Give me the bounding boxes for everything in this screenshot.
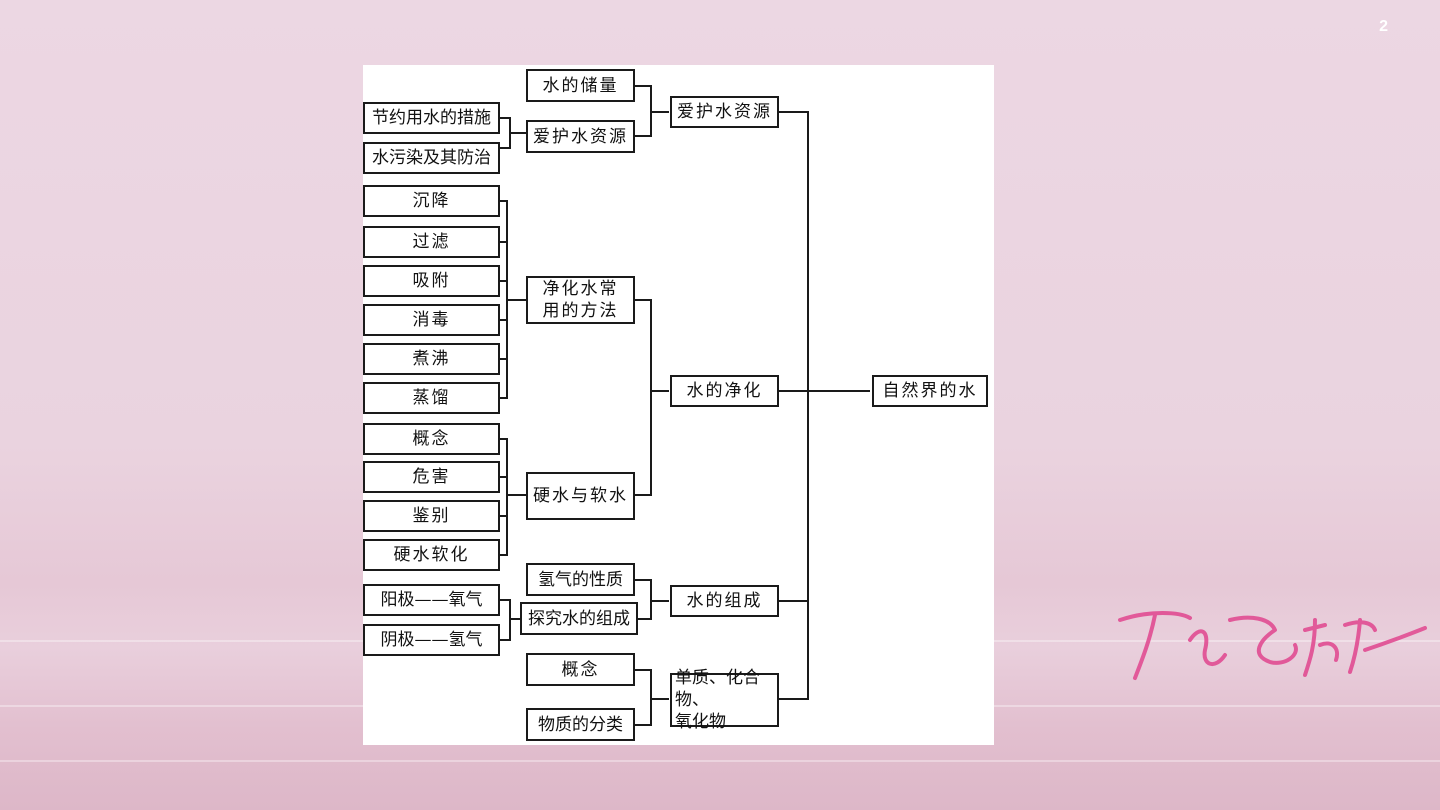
leaf-method: 吸附 (363, 265, 500, 297)
branch-water-purification: 水的净化 (670, 375, 779, 407)
node-purify-methods: 净化水常 用的方法 (526, 276, 635, 324)
root-node: 自然界的水 (872, 375, 988, 407)
branch-classification: 单质、化合物、 氧化物 (670, 668, 779, 732)
leaf-water-pollution: 水污染及其防治 (363, 142, 500, 174)
leaf-anode: 阳极——氧气 (363, 584, 500, 616)
leaf-hard-water: 硬水软化 (363, 539, 500, 571)
leaf-method: 沉降 (363, 185, 500, 217)
node-water-storage: 水的储量 (526, 69, 635, 102)
node-hydrogen-properties: 氢气的性质 (526, 563, 635, 596)
connector-lines (499, 85, 870, 726)
leaf-method: 过滤 (363, 226, 500, 258)
node-hard-soft-water: 硬水与软水 (526, 472, 635, 520)
node-protect-water-sub: 爱护水资源 (526, 120, 635, 153)
leaf-hard-water: 鉴别 (363, 500, 500, 532)
node-explore-composition: 探究水的组成 (520, 602, 638, 635)
leaf-hard-water: 概念 (363, 423, 500, 455)
leaf-water-saving: 节约用水的措施 (363, 102, 500, 134)
leaf-method: 蒸馏 (363, 382, 500, 414)
mind-map-panel: 自然界的水 爱护水资源 水的净化 水的组成 单质、化合物、 氧化物 水的储量 爱… (363, 65, 994, 745)
branch-water-composition: 水的组成 (670, 585, 779, 617)
node-concept: 概念 (526, 653, 635, 686)
leaf-cathode: 阴极——氢气 (363, 624, 500, 656)
leaf-method: 煮沸 (363, 343, 500, 375)
leaf-hard-water: 危害 (363, 461, 500, 493)
leaf-method: 消毒 (363, 304, 500, 336)
signature-watermark (1118, 611, 1427, 680)
page-number: 2 (1379, 18, 1388, 35)
node-substance-classification: 物质的分类 (526, 708, 635, 741)
branch-protect-water: 爱护水资源 (670, 96, 779, 128)
